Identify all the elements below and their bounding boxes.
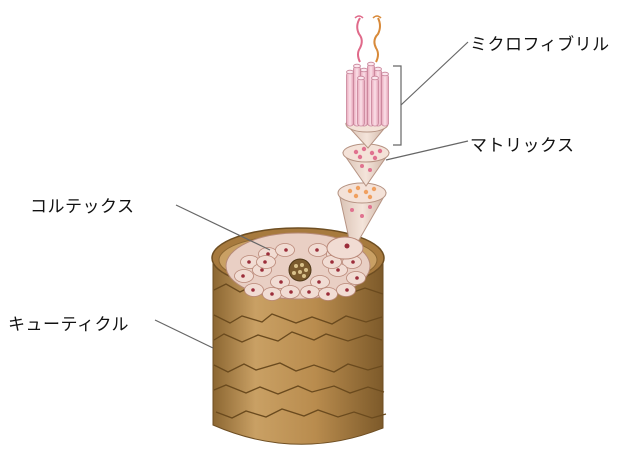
cortex-cell-nucleus	[317, 280, 321, 284]
label-matrix: マトリックス	[470, 131, 575, 156]
label-cuticle: キューティクル	[8, 310, 129, 335]
microfibril-rod-end	[375, 67, 382, 71]
cortex-cell-nucleus	[279, 280, 283, 284]
microfibril-rod-end	[354, 64, 361, 68]
cortex-cell-nucleus	[251, 288, 255, 292]
cortex-cell-nucleus	[336, 268, 340, 272]
microfibril-bracket	[393, 66, 401, 145]
cortex-cell-nucleus	[355, 276, 359, 280]
cortex-cell-nucleus	[263, 260, 267, 264]
cortex-cell-nucleus	[307, 290, 311, 294]
microfibril-rod-end	[368, 62, 375, 66]
cortex-cell-nucleus	[315, 248, 319, 252]
microfibril-rod	[382, 74, 389, 126]
cortex-cell-nucleus	[284, 248, 288, 252]
label-microfibril: ミクロフィブリル	[470, 30, 610, 55]
microfibril-rod-end	[361, 68, 368, 72]
cortex-cell-nucleus	[270, 292, 274, 296]
cortex-cell-nucleus	[260, 268, 264, 272]
microfibril-rod	[347, 72, 354, 126]
label-cortex: コルテックス	[30, 192, 135, 217]
cortex-cell-nucleus	[241, 274, 245, 278]
cortex-cell-nucleus	[330, 260, 334, 264]
cortex-cell-nucleus	[326, 292, 330, 296]
microfibril-rod-end	[372, 76, 379, 80]
cortex-cell-nucleus	[247, 260, 251, 264]
microfibril-rod-end	[382, 72, 389, 76]
cortex-cell-nucleus	[351, 260, 355, 264]
microfibril-rod-end	[347, 70, 354, 74]
microfibril-rod	[358, 78, 365, 126]
microfibril-rod-end	[358, 76, 365, 80]
cortex-cell-nucleus	[345, 288, 349, 292]
microfibril-bundle	[347, 16, 389, 126]
cortex-cell-nucleus	[289, 290, 293, 294]
microfibril-rod	[372, 78, 379, 126]
